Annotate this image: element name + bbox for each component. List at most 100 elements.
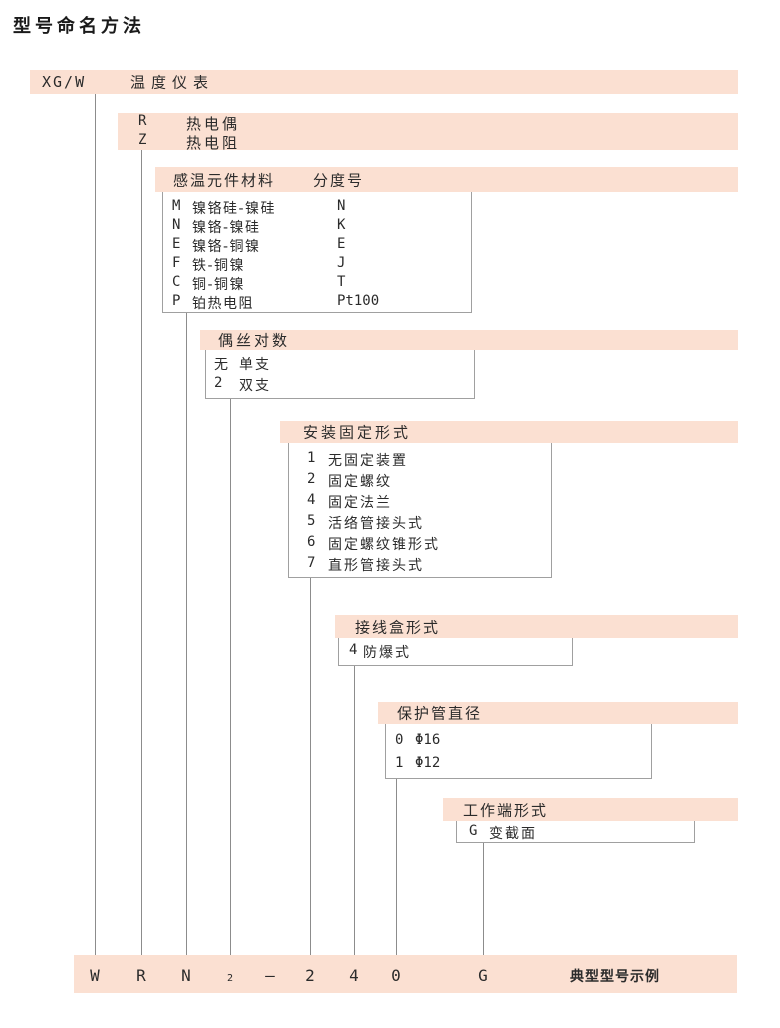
graduation-code: N (337, 198, 346, 214)
junction-box-label: 防爆式 (363, 645, 411, 661)
working-end-label: 变截面 (489, 826, 537, 842)
material-name: 镍铬-铜镍 (192, 239, 261, 255)
wire-pairs-row: 无 单支 (206, 354, 474, 375)
material-row: P 铂热电阻 Pt100 (163, 293, 471, 312)
junction-box-code: 4 (349, 642, 358, 658)
band-wire-pairs: 偶丝对数 (200, 330, 738, 350)
element-material-box: M 镍铬硅-镍硅 N N 镍铬-镍硅 K E 镍铬-铜镍 E F 铁-铜镍 J … (162, 192, 472, 313)
band-mounting: 安装固定形式 (280, 421, 738, 443)
example-char-n: N (181, 966, 191, 985)
wire-pairs-label: 双支 (239, 378, 271, 394)
material-row: E 镍铬-铜镍 E (163, 236, 471, 255)
graduation-code: T (337, 274, 346, 290)
example-char-2: 2 (305, 966, 315, 985)
connector-line-material (186, 313, 187, 955)
wire-pairs-code: 无 (214, 357, 228, 373)
junction-box-header: 接线盒形式 (355, 618, 441, 636)
mounting-row: 5 活络管接头式 (289, 513, 551, 534)
graduation-code: Pt100 (337, 293, 380, 309)
working-end-code: G (469, 823, 478, 839)
tube-diameter-header: 保护管直径 (397, 704, 483, 723)
connector-line-mounting (310, 578, 311, 955)
mounting-code: 2 (307, 471, 316, 487)
material-code: C (172, 274, 181, 290)
graduation-header: 分度号 (313, 171, 365, 189)
sensor-type-row: Z 热电阻 (118, 132, 738, 152)
example-caption: 典型型号示例 (570, 969, 660, 985)
mounting-code: 6 (307, 534, 316, 550)
instrument-code: XG/W (42, 73, 87, 91)
tube-diameter-code: 0 (395, 732, 404, 748)
wire-pairs-header: 偶丝对数 (218, 331, 291, 350)
tube-diameter-row: 0 Φ16 (386, 732, 651, 755)
sensor-type-code: R (138, 113, 147, 129)
tube-diameter-box: 0 Φ16 1 Φ12 (385, 724, 652, 779)
example-char-r: R (136, 966, 146, 985)
material-code: E (172, 236, 181, 252)
graduation-code: J (337, 255, 346, 271)
mounting-label: 直形管接头式 (328, 558, 424, 574)
band-working-end: 工作端形式 (443, 798, 738, 821)
tube-diameter-code: 1 (395, 755, 404, 771)
wire-pairs-row: 2 双支 (206, 375, 474, 396)
material-name: 镍铬-镍硅 (192, 220, 261, 236)
mounting-label: 固定螺纹 (328, 474, 392, 490)
instrument-label: 温度仪表 (130, 73, 215, 92)
connector-line-wire-pairs (230, 399, 231, 955)
connector-line-working-end (483, 843, 484, 955)
material-name: 镍铬硅-镍硅 (192, 201, 277, 217)
example-char-g: G (478, 966, 488, 985)
element-material-header: 感温元件材料 (173, 171, 276, 189)
mounting-row: 6 固定螺纹锥形式 (289, 534, 551, 555)
mounting-code: 5 (307, 513, 316, 529)
mounting-row: 4 固定法兰 (289, 492, 551, 513)
wire-pairs-label: 单支 (239, 357, 271, 373)
example-model-bar (74, 955, 737, 993)
band-tube-diameter: 保护管直径 (378, 702, 738, 724)
connector-line-instrument (95, 94, 96, 955)
example-char-4: 4 (349, 966, 359, 985)
material-row: C 铜-铜镍 T (163, 274, 471, 293)
material-code: F (172, 255, 181, 271)
sensor-type-row: R 热电偶 (118, 113, 738, 133)
example-char-0: 0 (391, 966, 401, 985)
mounting-code: 1 (307, 450, 316, 466)
band-instrument: XG/W 温度仪表 (30, 70, 738, 94)
sensor-type-label: 热电偶 (186, 115, 241, 133)
junction-box-box: 4 防爆式 (338, 638, 573, 666)
band-junction-box: 接线盒形式 (335, 615, 738, 638)
material-row: F 铁-铜镍 J (163, 255, 471, 274)
tube-diameter-value: Φ16 (415, 732, 441, 748)
tube-diameter-row: 1 Φ12 (386, 755, 651, 778)
tube-diameter-value: Φ12 (415, 755, 441, 771)
example-char-sub2: 2 (226, 973, 234, 984)
connector-line-diameter (396, 779, 397, 955)
working-end-header: 工作端形式 (463, 801, 549, 819)
connector-line-junction (354, 666, 355, 955)
material-row: M 镍铬硅-镍硅 N (163, 198, 471, 217)
working-end-box: G 变截面 (456, 821, 695, 843)
mounting-row: 2 固定螺纹 (289, 471, 551, 492)
material-name: 铂热电阻 (192, 296, 254, 312)
mounting-code: 4 (307, 492, 316, 508)
connector-line-sensor-type (141, 150, 142, 955)
sensor-type-label: 热电阻 (186, 134, 241, 152)
wire-pairs-box: 无 单支 2 双支 (205, 350, 475, 399)
mounting-row: 7 直形管接头式 (289, 555, 551, 576)
material-code: M (172, 198, 181, 214)
mounting-label: 无固定装置 (328, 453, 408, 469)
mounting-label: 活络管接头式 (328, 516, 424, 532)
material-name: 铁-铜镍 (192, 258, 246, 274)
example-char-dash: — (265, 966, 275, 985)
mounting-label: 固定法兰 (328, 495, 392, 511)
page-title: 型号命名方法 (13, 16, 145, 37)
junction-box-row: 4 防爆式 (339, 642, 572, 662)
band-element-material: 感温元件材料 分度号 (155, 167, 738, 192)
mounting-row: 1 无固定装置 (289, 450, 551, 471)
sensor-type-code: Z (138, 132, 147, 148)
example-char-w: W (90, 966, 100, 985)
material-name: 铜-铜镍 (192, 277, 246, 293)
mounting-label: 固定螺纹锥形式 (328, 537, 440, 553)
graduation-code: E (337, 236, 346, 252)
